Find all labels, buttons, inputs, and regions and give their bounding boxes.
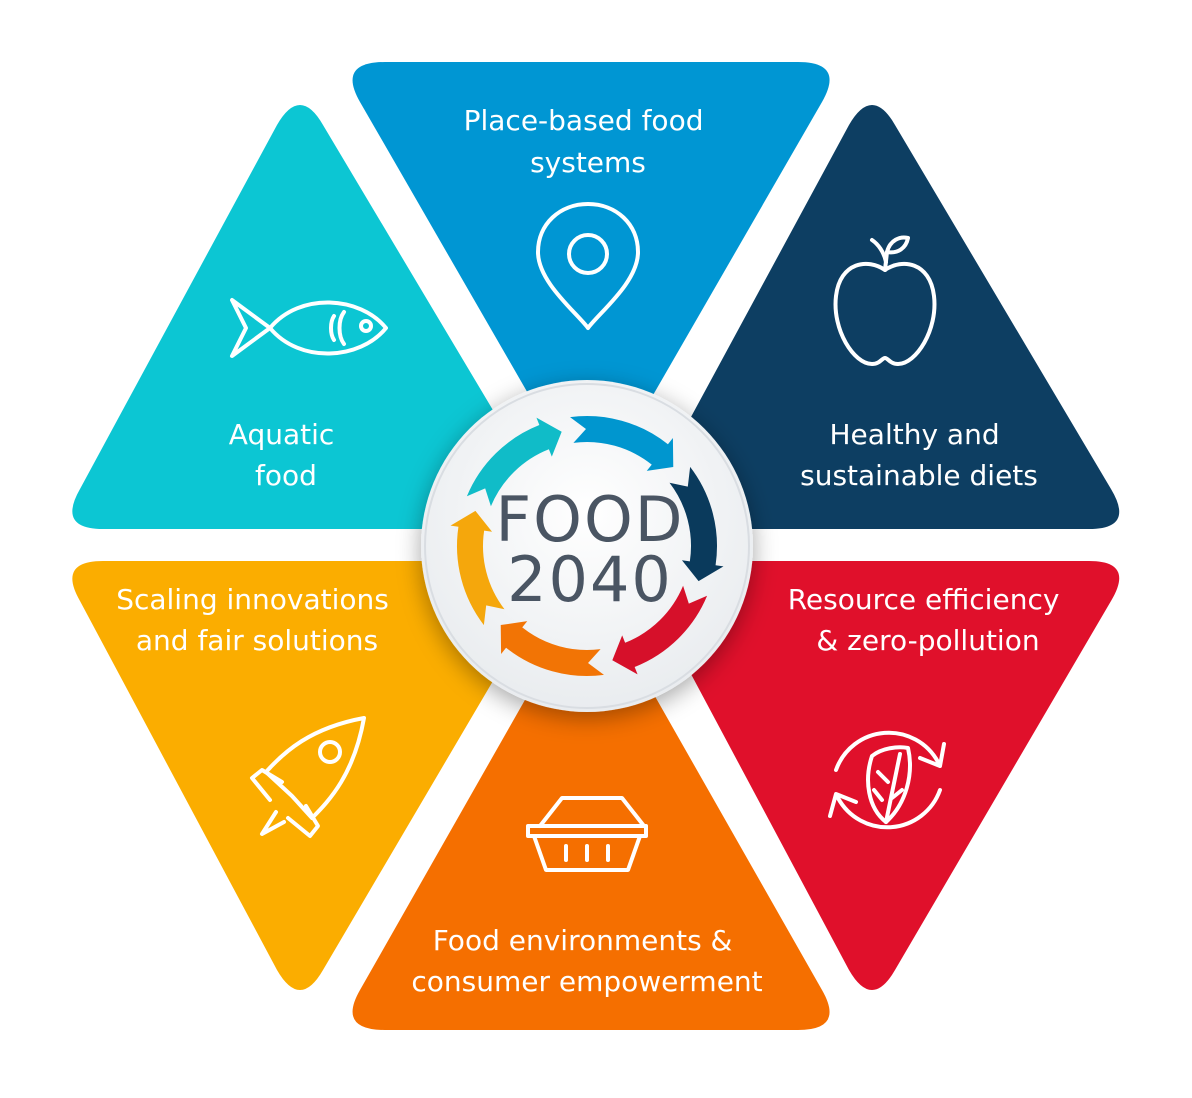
ring-arc-amber — [450, 510, 505, 626]
segment-place-based: Place-based food systems — [352, 62, 830, 482]
segment-food-environments: Food environments & consumer empowerment — [352, 606, 830, 1030]
segment-scaling-innovations-shape — [72, 561, 548, 990]
segment-food-environments-shape — [352, 606, 830, 1030]
ring-arc-cyan — [466, 417, 562, 507]
hub-rim — [424, 383, 750, 709]
segment-scaling-innovations: Scaling innovations and fair solutions — [72, 561, 548, 990]
segment-aquatic-food-label: Aquatic food — [229, 418, 343, 492]
ring-arc-blue — [570, 416, 674, 471]
hub-title-year: 2040 — [507, 543, 673, 616]
center-hub: FOOD 2040 — [421, 380, 753, 712]
segment-food-environments-label: Food environments & consumer empowerment — [411, 924, 762, 998]
rocket-icon — [250, 716, 366, 838]
segment-healthy-diets-label: Healthy and sustainable diets — [800, 418, 1038, 492]
map-pin-icon — [536, 202, 640, 330]
segment-healthy-diets-shape — [644, 105, 1120, 529]
hub-cycle-ring — [450, 416, 724, 676]
ring-arc-red — [612, 585, 708, 675]
segment-aquatic-food: Aquatic food — [72, 105, 548, 529]
shopping-basket-icon — [526, 796, 648, 872]
segment-aquatic-food-shape — [72, 105, 548, 529]
hub-title-food: FOOD — [495, 483, 684, 556]
apple-icon — [833, 235, 937, 366]
segment-healthy-diets: Healthy and sustainable diets — [644, 105, 1120, 529]
segment-resource-efficiency-label: Resource efficiency & zero-pollution — [788, 583, 1069, 657]
fish-icon — [230, 298, 388, 358]
segment-place-based-label: Place-based food systems — [464, 104, 713, 179]
ring-arc-navy — [669, 466, 724, 582]
segment-resource-efficiency: Resource efficiency & zero-pollution — [644, 561, 1120, 990]
segment-scaling-innovations-label: Scaling innovations and fair solutions — [116, 583, 398, 657]
recycle-leaf-icon — [828, 730, 946, 830]
ring-arc-orange — [500, 621, 604, 676]
